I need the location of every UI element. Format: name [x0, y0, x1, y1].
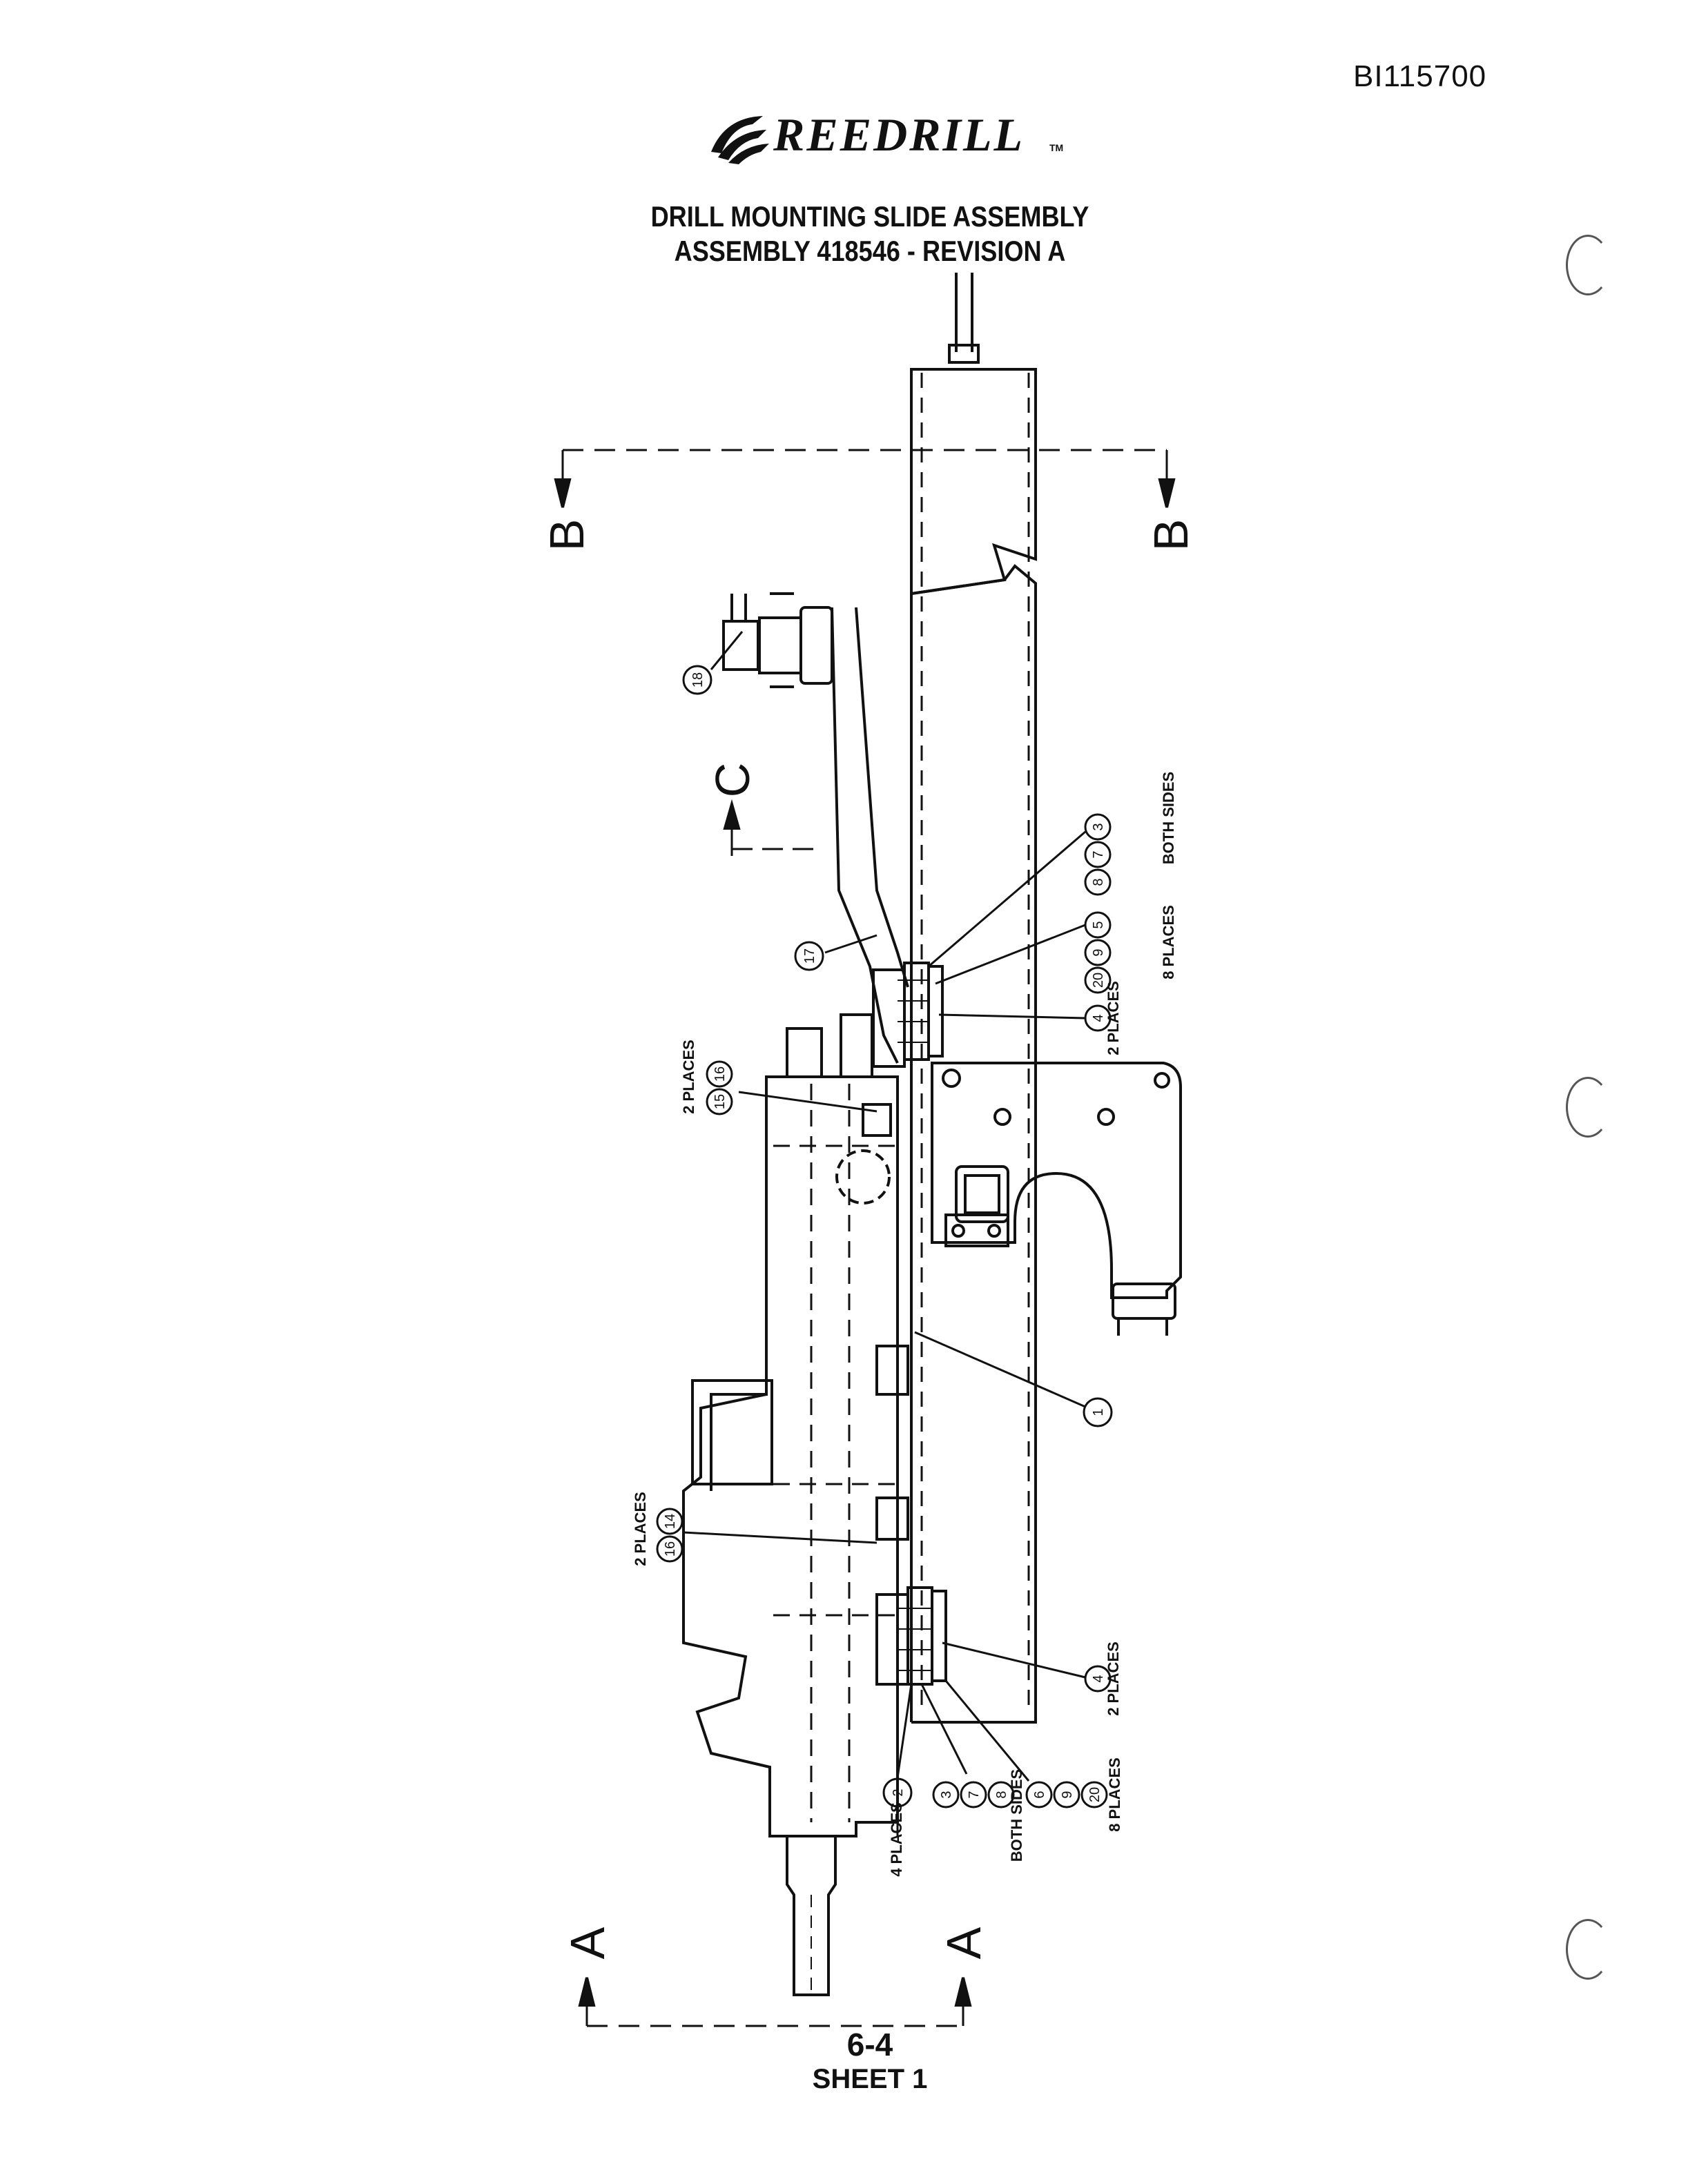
callout-20b: 20 [1087, 1787, 1103, 1802]
binder-hole-bottom [1566, 1919, 1610, 1980]
reedrill-swirl-icon [711, 116, 769, 164]
section-b-line [554, 449, 1176, 508]
callout-8b: 8 [994, 1791, 1009, 1798]
logo-tm: TM [1049, 142, 1064, 153]
note-8-places-a: 8 PLACES [1160, 905, 1177, 979]
callout-numbers: 18 17 3 7 8 5 9 20 4 16 15 1 14 16 4 2 3… [663, 672, 1106, 1802]
drill-shank [786, 1836, 837, 1996]
callout-balloons [656, 665, 1113, 1808]
leader-lines [683, 631, 1086, 1782]
mounting-bracket [931, 1062, 1182, 1336]
callout-5: 5 [1091, 921, 1106, 928]
note-both-sides-b: BOTH SIDES [1008, 1769, 1025, 1862]
section-a-line [578, 1977, 972, 2027]
callout-4a: 4 [1091, 1014, 1106, 1022]
callout-6: 6 [1032, 1791, 1047, 1798]
note-2-places-c: 2 PLACES [632, 1492, 649, 1566]
note-2-places-b: 2 PLACES [680, 1040, 697, 1114]
callout-3a: 3 [1091, 823, 1106, 830]
section-c-line [723, 799, 822, 856]
document-id: BI115700 [1353, 59, 1487, 93]
sheet-number: SHEET 1 [812, 2064, 928, 2094]
binder-hole-middle [1566, 1077, 1610, 1138]
section-a-right: A [937, 1927, 991, 1959]
section-b-right: B [1144, 519, 1198, 552]
note-4-places: 4 PLACES [888, 1802, 905, 1877]
assembly-number: ASSEMBLY 418546 - REVISION A [674, 235, 1066, 267]
binder-hole-top [1566, 235, 1610, 295]
note-both-sides-a: BOTH SIDES [1160, 772, 1177, 864]
note-8-places-b: 8 PLACES [1106, 1757, 1123, 1832]
callout-9b: 9 [1060, 1791, 1075, 1798]
callout-notes: BOTH SIDES 8 PLACES 2 PLACES 2 PLACES 2 … [632, 772, 1177, 1877]
callout-9a: 9 [1091, 948, 1106, 956]
section-b-left: B [540, 519, 594, 552]
upper-slide-clamp [872, 962, 944, 1068]
section-c: C [706, 763, 759, 798]
callout-8a: 8 [1091, 878, 1106, 886]
callout-4b: 4 [1091, 1675, 1106, 1682]
callout-2: 2 [891, 1788, 906, 1796]
callout-1: 1 [1091, 1408, 1106, 1416]
drill-body [682, 1013, 909, 1837]
drawing-title: DRILL MOUNTING SLIDE ASSEMBLY [650, 200, 1089, 233]
section-letters: B B C A A [540, 519, 1198, 1960]
callout-16b: 16 [663, 1541, 678, 1557]
callout-17: 17 [802, 948, 817, 964]
callout-15: 15 [712, 1094, 728, 1109]
callout-20a: 20 [1091, 973, 1106, 988]
section-a-left: A [561, 1927, 614, 1959]
logo-text: REEDRILL [773, 108, 1025, 161]
callout-16a: 16 [712, 1066, 728, 1082]
feed-rail [910, 273, 1037, 1724]
callout-18: 18 [690, 672, 706, 688]
callout-7b: 7 [967, 1791, 982, 1798]
reedrill-logo: REEDRILL TM [697, 104, 1084, 166]
page-number: 6-4 [846, 2027, 893, 2063]
callout-7a: 7 [1091, 850, 1106, 858]
cradle-arm [722, 592, 909, 1064]
callout-3b: 3 [939, 1791, 954, 1798]
lower-slide-clamp [875, 1586, 947, 1686]
callout-14: 14 [663, 1514, 678, 1529]
note-2-places-a: 2 PLACES [1105, 981, 1122, 1055]
note-2-places-d: 2 PLACES [1105, 1641, 1122, 1716]
